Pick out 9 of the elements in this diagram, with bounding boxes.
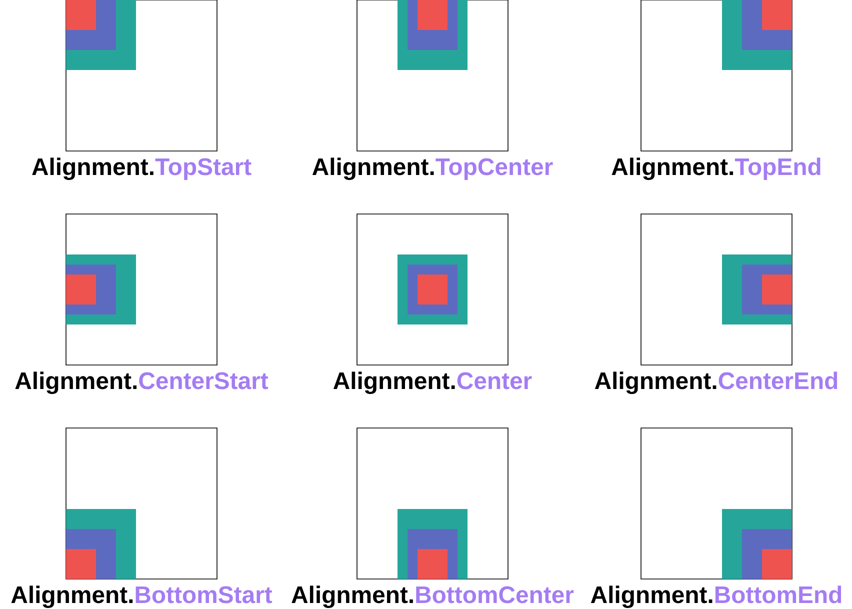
node-label: Alignment.BottomEnd bbox=[590, 586, 842, 608]
node-label: Alignment.TopCenter bbox=[312, 158, 553, 180]
node-label: Alignment.Center bbox=[333, 372, 532, 394]
node-label: Alignment.CenterEnd bbox=[594, 372, 838, 394]
node-label: Alignment.BottomStart bbox=[11, 586, 272, 608]
node-label: Alignment.BottomCenter bbox=[292, 586, 574, 608]
node-label: Alignment.CenterStart bbox=[15, 372, 268, 394]
node-label: Alignment.TopEnd bbox=[612, 158, 820, 180]
node-label: Alignment.TopStart bbox=[32, 158, 252, 180]
